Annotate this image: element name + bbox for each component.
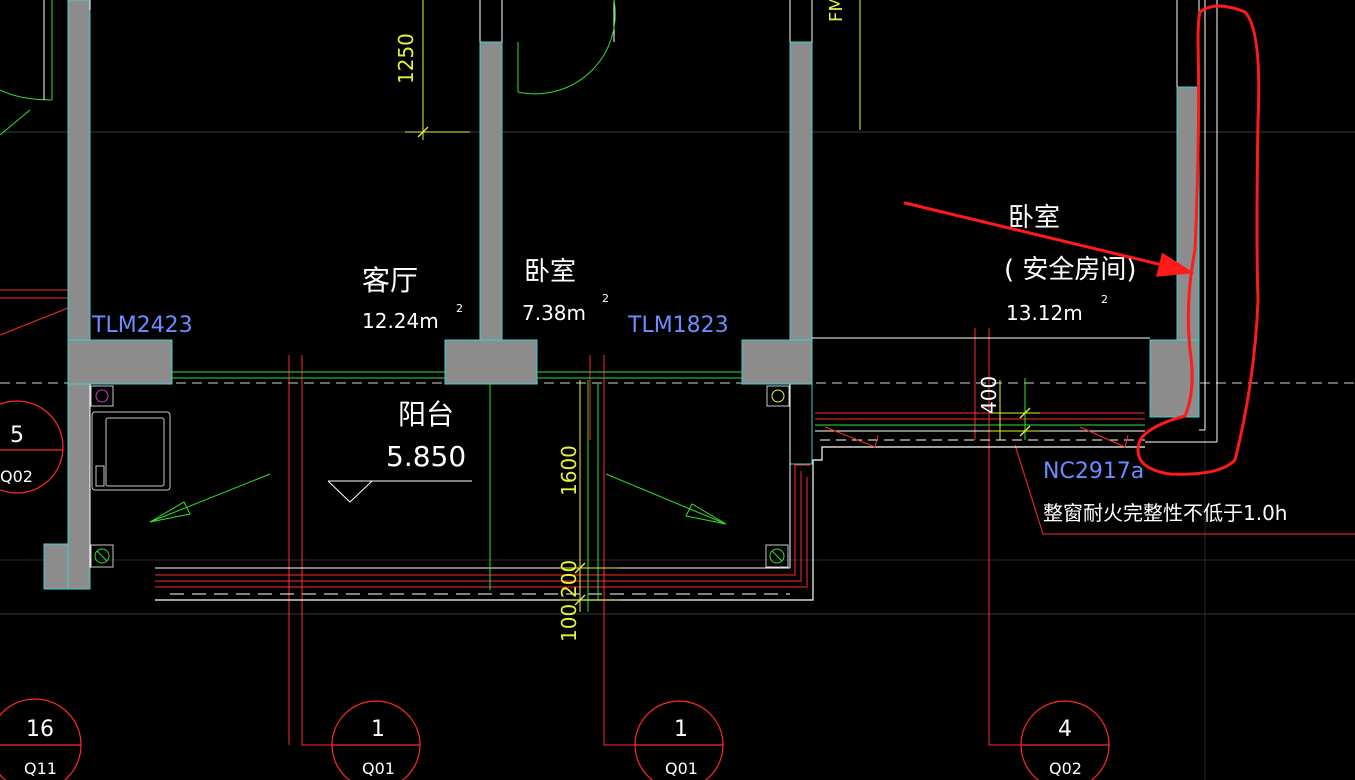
room-name-bedroom-mid: 卧室 — [524, 257, 576, 287]
room-name-balcony: 阳台 — [398, 398, 454, 431]
door-swings — [0, 0, 616, 136]
vent-symbol-icon-right — [766, 385, 790, 407]
door-tag-left: TLM2423 — [91, 313, 193, 338]
room-subtitle-bedroom-right: ( 安全房间) — [1004, 255, 1137, 285]
door-tag-top: FM — [826, 0, 847, 22]
room-name-bedroom-right: 卧室 — [1008, 203, 1060, 233]
balcony-edge-lines — [155, 412, 1145, 601]
axis-num-b3: 4 — [1058, 717, 1072, 742]
axis-labels: 5 Q02 16 Q11 1 Q01 1 Q01 4 Q02 — [0, 423, 1082, 778]
balcony-elevation: 5.850 — [386, 440, 466, 473]
window-tag: NC2917a — [1043, 459, 1144, 484]
room-area-bedroom-mid: 7.38m — [522, 301, 586, 325]
room-labels: 客厅 12.24m 2 卧室 7.38m 2 卧室 ( 安全房间) 13.12m… — [362, 203, 1137, 473]
vent-symbol-icon — [90, 385, 114, 407]
axis-num-left: 5 — [10, 423, 24, 448]
room-area-sup-bedroom-right: 2 — [1101, 293, 1108, 306]
floor-drain-icon-right — [765, 544, 789, 568]
axis-lines — [0, 289, 1355, 746]
dimension-lines — [405, 0, 1040, 612]
dimension-labels: 1250 400 1600 200 100 — [394, 33, 1001, 642]
drainage-arrows — [149, 473, 727, 525]
room-name-living: 客厅 — [362, 264, 418, 297]
sliding-doors — [172, 371, 742, 600]
axis-ref-bl: Q11 — [24, 759, 57, 778]
dimension-ticks — [417, 126, 1031, 606]
washing-machine-icon — [91, 411, 171, 491]
axis-ref-b2: Q01 — [665, 759, 698, 778]
elevation-marker-icon — [327, 480, 472, 503]
room-area-living: 12.24m — [362, 309, 439, 333]
dim-200: 200 — [557, 560, 581, 598]
tag-labels: TLM2423 TLM1823 NC2917a 整窗耐火完整性不低于1.0h F… — [91, 0, 1287, 525]
axis-num-b1: 1 — [371, 717, 385, 742]
window-note: 整窗耐火完整性不低于1.0h — [1043, 501, 1287, 525]
dim-100: 100 — [557, 604, 581, 642]
room-area-sup-bedroom-mid: 2 — [602, 292, 609, 305]
axis-num-b2: 1 — [674, 717, 688, 742]
window-marks — [824, 426, 1129, 448]
floor-drain-icon — [90, 544, 114, 568]
dim-1600: 1600 — [557, 445, 581, 496]
dim-1250: 1250 — [394, 33, 418, 84]
axis-num-bl: 16 — [26, 717, 54, 742]
axis-ref-b1: Q01 — [362, 759, 395, 778]
dim-400: 400 — [977, 376, 1001, 414]
axis-ref-b3: Q02 — [1049, 759, 1082, 778]
red-annotation-arrow-icon — [903, 4, 1261, 476]
walls — [43, 0, 1200, 590]
room-area-sup-living: 2 — [456, 302, 463, 315]
axis-bubbles — [0, 400, 1110, 780]
door-tag-mid: TLM1823 — [627, 313, 729, 338]
axis-ref-left: Q02 — [0, 467, 33, 486]
room-area-bedroom-right: 13.12m — [1006, 301, 1083, 325]
